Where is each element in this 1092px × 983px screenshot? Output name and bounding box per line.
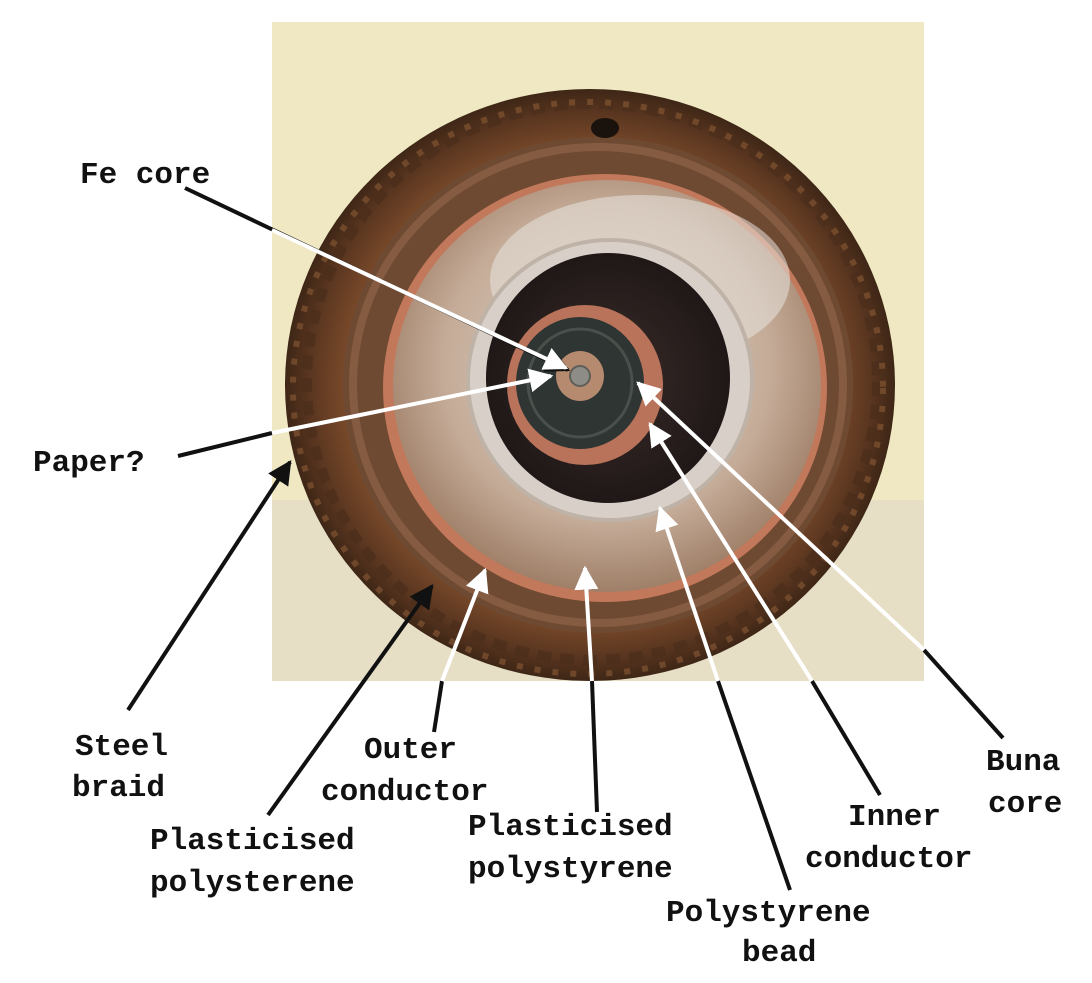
cable-photo: [272, 22, 924, 681]
label-paper: Paper?: [33, 446, 145, 481]
label-buna-core-line2: core: [988, 787, 1062, 822]
label-fe-core: Fe core: [80, 158, 210, 193]
label-steel-braid-line2: braid: [72, 771, 165, 806]
label-plasticised-polystyrene-line2: polystyrene: [468, 852, 673, 887]
arrow-plasticised-polysterene: [266, 584, 434, 817]
arrow-steel-braid: [126, 459, 292, 712]
label-buna-core-line1: Buna: [986, 745, 1060, 780]
fe-core: [569, 365, 591, 387]
label-plasticised-polysterene-line2: polysterene: [150, 866, 355, 901]
arrow-buna-core: [922, 648, 1005, 740]
label-polystyrene-bead-line1: Polystyrene: [666, 896, 871, 931]
label-plasticised-polystyrene-line1: Plasticised: [468, 810, 673, 845]
label-plasticised-polysterene-line1: Plasticised: [150, 824, 355, 859]
arrow-inner-conductor: [810, 679, 882, 797]
leader-arrows: [126, 186, 1005, 891]
label-outer-conductor-line1: Outer: [364, 733, 457, 768]
arrow-polystyrene-bead: [716, 680, 792, 891]
arrow-paper: [177, 431, 273, 458]
label-steel-braid-line1: Steel: [75, 730, 168, 765]
label-inner-conductor-line1: Inner: [848, 800, 941, 835]
label-outer-conductor-line2: conductor: [321, 775, 488, 810]
callout-labels: Fe core Paper? Steel braid Outer conduct…: [33, 158, 1062, 971]
arrow-plasticised-polystyrene: [590, 680, 599, 813]
label-polystyrene-bead-line2: bead: [742, 936, 816, 971]
arrow-outer-conductor: [432, 680, 444, 733]
label-inner-conductor-line2: conductor: [805, 842, 972, 877]
